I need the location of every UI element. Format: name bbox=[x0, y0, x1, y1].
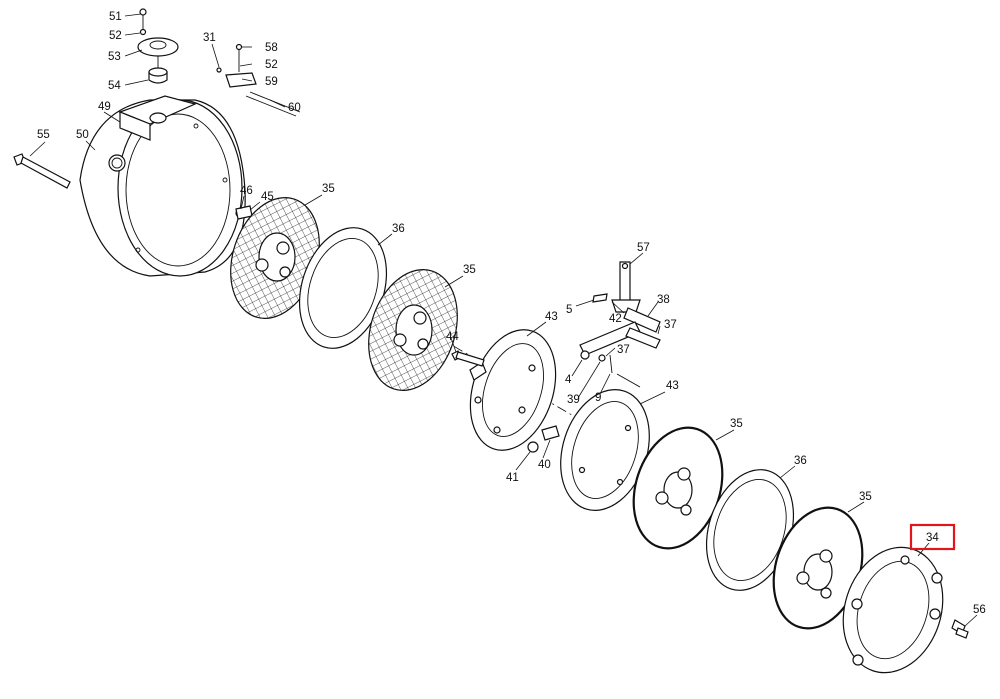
callout-52: 52 bbox=[265, 59, 278, 71]
callout-35: 35 bbox=[730, 418, 743, 430]
callout-4: 4 bbox=[565, 374, 572, 386]
callout-43: 43 bbox=[666, 380, 679, 392]
callout-35: 35 bbox=[322, 183, 335, 195]
callout-37: 37 bbox=[664, 319, 677, 331]
callout-56: 56 bbox=[973, 604, 986, 616]
friction-disc-35-1 bbox=[230, 197, 320, 319]
bolt-44 bbox=[451, 350, 485, 367]
friction-disc-35-2 bbox=[368, 269, 458, 391]
ball-41-spring-40 bbox=[527, 425, 560, 453]
callout-52: 52 bbox=[109, 30, 122, 42]
callout-58: 58 bbox=[265, 42, 278, 54]
callout-34: 34 bbox=[926, 532, 939, 544]
callout-50: 50 bbox=[76, 129, 89, 141]
callout-35: 35 bbox=[463, 264, 476, 276]
callout-41: 41 bbox=[506, 472, 519, 484]
long-bolt-55 bbox=[13, 153, 71, 189]
callout-60: 60 bbox=[288, 102, 301, 114]
actuator-plate-43-2 bbox=[560, 389, 650, 511]
callout-5: 5 bbox=[566, 304, 572, 316]
callout-55: 55 bbox=[37, 129, 50, 141]
callout-59: 59 bbox=[265, 76, 278, 88]
bolt-56 bbox=[951, 619, 969, 639]
callout-40: 40 bbox=[538, 459, 551, 471]
callout-37: 37 bbox=[617, 344, 630, 356]
linkage-assembly bbox=[579, 261, 661, 388]
callout-49: 49 bbox=[98, 101, 111, 113]
callout-34-highlight-box bbox=[909, 523, 956, 551]
brake-housing bbox=[79, 95, 246, 277]
callout-43: 43 bbox=[545, 311, 558, 323]
callout-53: 53 bbox=[108, 51, 121, 63]
callout-31: 31 bbox=[203, 32, 216, 44]
friction-disc-35-3 bbox=[632, 426, 724, 550]
callout-46: 46 bbox=[240, 185, 253, 197]
callout-38: 38 bbox=[657, 294, 670, 306]
friction-disc-35-4 bbox=[772, 506, 864, 630]
callout-45: 45 bbox=[261, 191, 274, 203]
callout-44: 44 bbox=[446, 331, 459, 343]
callout-9: 9 bbox=[595, 392, 601, 404]
callout-36: 36 bbox=[392, 223, 405, 235]
actuator-plate-43-1 bbox=[469, 329, 557, 451]
callout-labels: 51 52 53 54 31 58 52 59 60 49 50 55 46 4… bbox=[37, 11, 986, 616]
callout-36: 36 bbox=[794, 455, 807, 467]
callout-54: 54 bbox=[108, 80, 121, 92]
top-cap-assembly bbox=[137, 8, 179, 84]
cover-plate-34 bbox=[842, 546, 944, 674]
callout-57: 57 bbox=[637, 242, 650, 254]
callout-42: 42 bbox=[609, 313, 622, 325]
callout-35: 35 bbox=[859, 491, 872, 503]
callout-39: 39 bbox=[567, 394, 580, 406]
callout-51: 51 bbox=[109, 11, 122, 23]
